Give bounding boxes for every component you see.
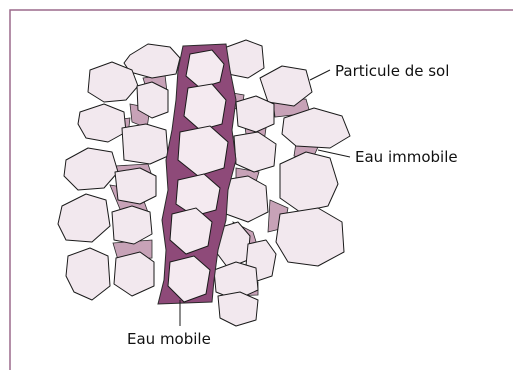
label-soil-particle: Particule de sol	[335, 62, 449, 80]
soil-particle	[276, 208, 344, 266]
soil-particle	[224, 176, 268, 222]
soil-particle	[115, 168, 156, 204]
soil-particle	[137, 82, 168, 118]
soil-particle	[122, 124, 168, 164]
soil-particle	[218, 292, 258, 326]
soil-particle	[236, 96, 274, 132]
label-mobile-water: Eau mobile	[127, 330, 211, 348]
soil-particle	[280, 152, 338, 212]
label-immobile-water: Eau immobile	[355, 148, 458, 166]
